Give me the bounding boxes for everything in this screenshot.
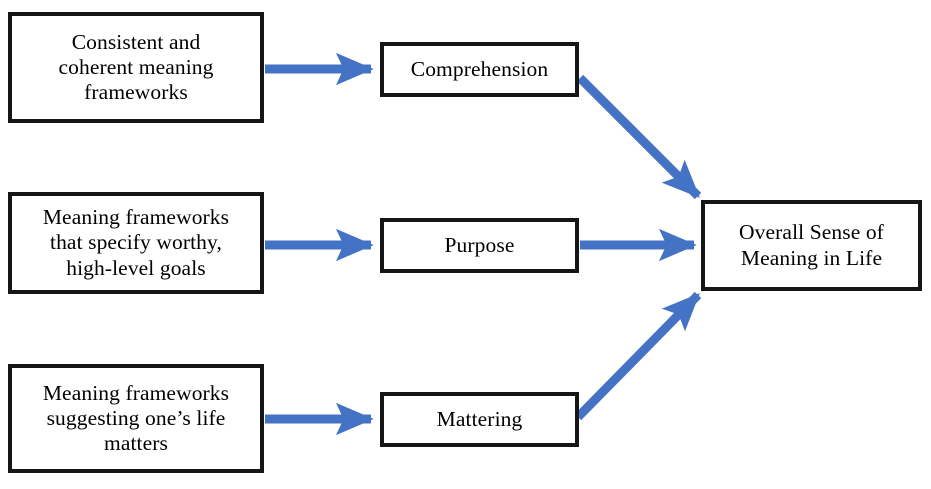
node-label: Meaning frameworks that specify worthy, … xyxy=(42,205,230,280)
arrow-comprehension-to-overall xyxy=(576,74,702,200)
node-label: Purpose xyxy=(444,232,515,257)
node-consistent-coherent-meaning-frameworks: Consistent and coherent meaning framewor… xyxy=(8,12,264,123)
node-purpose: Purpose xyxy=(380,218,579,273)
node-mattering: Mattering xyxy=(380,392,579,447)
node-label: Overall Sense of Meaning in Life xyxy=(739,220,884,270)
node-meaning-frameworks-life-matters: Meaning frameworks suggesting one’s life… xyxy=(8,364,264,473)
node-label: Comprehension xyxy=(410,56,549,81)
arrow-mattering-to-overall xyxy=(574,291,702,421)
node-label: Consistent and coherent meaning framewor… xyxy=(58,29,214,105)
node-label: Meaning frameworks suggesting one’s life… xyxy=(42,380,230,456)
node-label: Mattering xyxy=(436,406,523,431)
node-meaning-frameworks-worthy-goals: Meaning frameworks that specify worthy, … xyxy=(8,192,264,294)
node-comprehension: Comprehension xyxy=(380,42,579,97)
node-overall-sense-of-meaning-in-life: Overall Sense of Meaning in Life xyxy=(701,200,922,291)
